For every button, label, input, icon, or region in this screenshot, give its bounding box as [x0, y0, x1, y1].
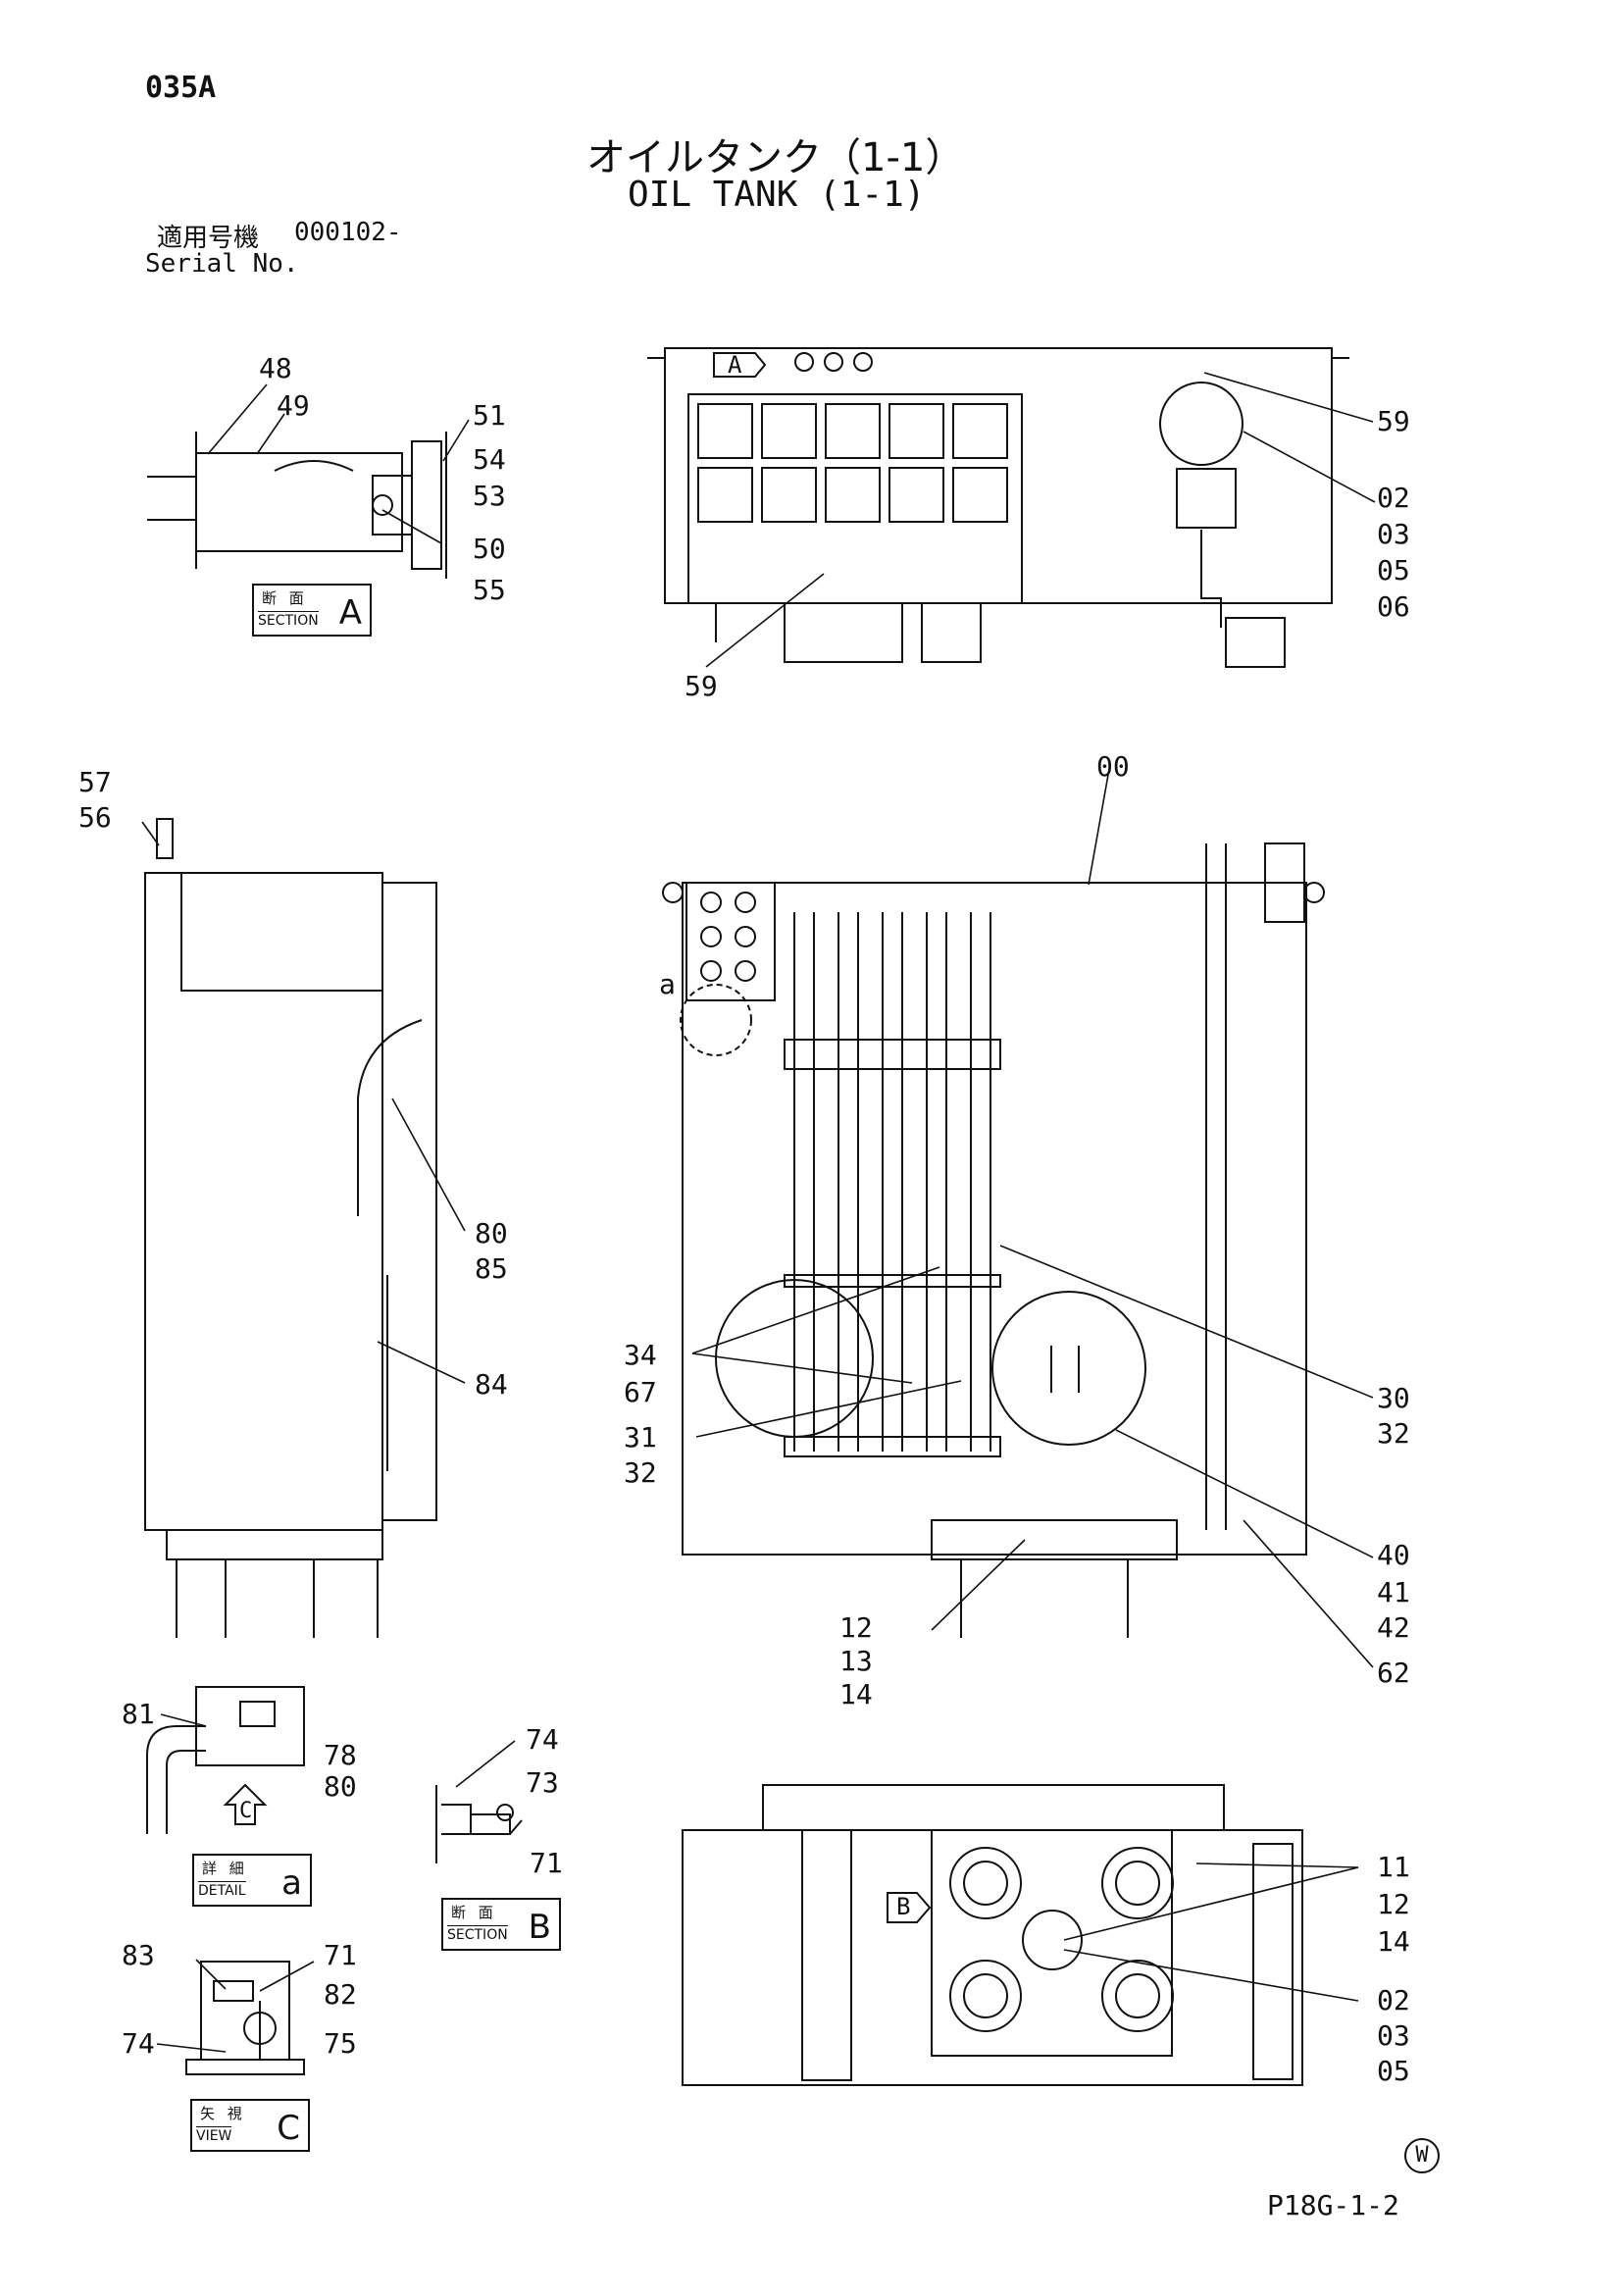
side-view-drawing — [144, 818, 437, 1638]
serial-number-value: 000102- — [294, 218, 402, 247]
callout-71-view-c: 71 — [324, 1939, 357, 1971]
callout-67: 67 — [624, 1376, 657, 1408]
callout-05-bottom: 05 — [1377, 2055, 1410, 2087]
view-arrow-a-letter: A — [728, 351, 742, 379]
callout-84: 84 — [475, 1368, 508, 1401]
callout-41: 41 — [1377, 1576, 1410, 1608]
callout-50: 50 — [473, 533, 506, 565]
callout-73: 73 — [526, 1766, 559, 1799]
section-a-drawing — [147, 432, 447, 579]
detail-mark: a — [659, 968, 676, 1000]
view-c-letter: C — [277, 2109, 300, 2148]
callout-02-top: 02 — [1377, 482, 1410, 514]
callout-13: 13 — [839, 1645, 873, 1677]
detail-a-drawing — [146, 1686, 305, 1834]
callout-34: 34 — [624, 1339, 657, 1371]
callout-51: 51 — [473, 399, 506, 432]
section-b-label-jp: 断 面 — [451, 1904, 497, 1921]
section-b-drawing — [435, 1785, 523, 1863]
section-a-label-en: SECTION — [258, 611, 319, 629]
callout-42: 42 — [1377, 1611, 1410, 1644]
callout-54: 54 — [473, 443, 506, 476]
callout-59-bottom: 59 — [685, 670, 718, 702]
callout-32-right: 32 — [1377, 1417, 1410, 1450]
view-c-label-en: VIEW — [196, 2126, 232, 2144]
top-view-drawing — [647, 347, 1349, 668]
callout-31: 31 — [624, 1421, 657, 1454]
callout-48: 48 — [259, 352, 292, 384]
page-title-japanese: オイルタンク（1-1） — [586, 135, 965, 180]
callout-83: 83 — [122, 1939, 155, 1971]
serial-label: Serial No. — [145, 249, 299, 279]
leader-lines — [141, 372, 1376, 2053]
view-arrow-a — [713, 352, 767, 378]
callout-75: 75 — [324, 2027, 357, 2060]
view-arrow-b — [887, 1892, 932, 1923]
callout-03-bottom: 03 — [1377, 2019, 1410, 2052]
callout-14-front: 14 — [839, 1678, 873, 1710]
callout-74-view-c: 74 — [122, 2027, 155, 2060]
callout-49: 49 — [277, 389, 310, 422]
section-a-letter: A — [338, 593, 362, 633]
callout-81: 81 — [122, 1698, 155, 1730]
callout-11: 11 — [1377, 1851, 1410, 1883]
section-b-letter: B — [528, 1908, 551, 1947]
suction-pipes — [793, 912, 991, 1452]
callout-74-section-b: 74 — [526, 1723, 559, 1756]
callout-40: 40 — [1377, 1539, 1410, 1571]
callout-78: 78 — [324, 1739, 357, 1771]
serial-label-japanese: 適用号機 — [157, 224, 260, 253]
callout-82: 82 — [324, 1978, 357, 2011]
view-c-label: 矢 視 VIEW C — [190, 2099, 310, 2152]
callout-14-bottom: 14 — [1377, 1925, 1410, 1958]
callout-85: 85 — [475, 1252, 508, 1285]
callout-03-top: 03 — [1377, 518, 1410, 550]
page-code: 035A — [145, 71, 217, 105]
figure-id: P18G-1-2 — [1267, 2189, 1399, 2221]
callout-05-top: 05 — [1377, 554, 1410, 587]
view-c-label-jp: 矢 視 — [200, 2105, 246, 2122]
view-arrow-c-letter: C — [239, 1799, 253, 1823]
view-arrow-c — [223, 1783, 268, 1825]
callout-12-bottom: 12 — [1377, 1888, 1410, 1920]
detail-a-label-en: DETAIL — [198, 1881, 246, 1899]
page-title: OIL TANK (1-1) — [628, 175, 926, 215]
callout-71-section-b: 71 — [530, 1847, 563, 1879]
callout-00: 00 — [1096, 750, 1130, 783]
detail-a-letter: a — [281, 1863, 302, 1903]
callout-80-side: 80 — [475, 1217, 508, 1250]
bottom-view-drawing — [682, 1784, 1303, 2086]
callout-59-top: 59 — [1377, 405, 1410, 437]
callout-57: 57 — [78, 766, 112, 798]
section-a-label-jp: 断 面 — [262, 589, 308, 607]
detail-a-label: 詳 細 DETAIL a — [192, 1854, 312, 1907]
view-c-drawing — [185, 1961, 305, 2075]
detail-a-label-jp: 詳 細 — [202, 1860, 248, 1877]
callout-32-left: 32 — [624, 1456, 657, 1489]
inspection-cover-grid — [697, 403, 1008, 523]
front-view-drawing — [662, 842, 1325, 1638]
callout-53: 53 — [473, 480, 506, 512]
callout-06-top: 06 — [1377, 590, 1410, 623]
section-b-label-en: SECTION — [447, 1925, 508, 1943]
callout-55: 55 — [473, 574, 506, 606]
section-a-label: 断 面 SECTION A — [252, 584, 372, 637]
callout-12-front: 12 — [839, 1611, 873, 1644]
callout-02-bottom: 02 — [1377, 1984, 1410, 2016]
watermark-w-mark: W — [1404, 2138, 1440, 2173]
view-arrow-b-letter: B — [896, 1893, 911, 1920]
callout-80-detail: 80 — [324, 1770, 357, 1803]
section-b-label: 断 面 SECTION B — [441, 1898, 561, 1951]
callout-30: 30 — [1377, 1382, 1410, 1414]
callout-62: 62 — [1377, 1657, 1410, 1689]
callout-56: 56 — [78, 801, 112, 834]
